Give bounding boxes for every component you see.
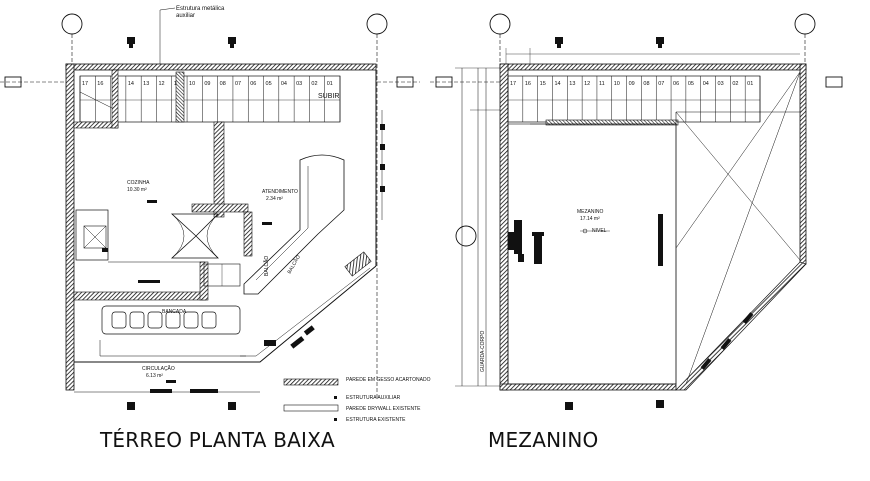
room-label-atendimento: ATENDIMENTO (262, 189, 298, 195)
caption-terreo: TÉRREO PLANTA BAIXA (100, 428, 335, 452)
room-area-mezanino: 17.14 m² (580, 216, 600, 222)
axis-marker-top-right (366, 13, 388, 400)
stair-step-number: 10 (189, 81, 195, 87)
caption-mezanino: MEZANINO (488, 428, 599, 452)
axis-marker-top-left-m (489, 13, 511, 64)
axis-marker-right-m (825, 76, 843, 88)
stair-step-number: 15 (540, 81, 546, 87)
stair-step-number: 08 (220, 81, 226, 87)
bench-seats: BANCADA (99, 305, 246, 357)
stair-step-number: 05 (266, 81, 272, 87)
wall-segment-m (658, 214, 663, 266)
service-counter: BALCÃO BALCÃO (243, 154, 345, 295)
stair-step-number: 09 (204, 81, 210, 87)
counter-label-1: BALCÃO (263, 256, 270, 276)
axis-marker-top-right-m (794, 13, 816, 64)
stair-step-number: 10 (614, 81, 620, 87)
stair-step-number: 17 (82, 81, 88, 87)
stair-step-number: 07 (658, 81, 664, 87)
side-note: GUARDA-CORPO (480, 330, 486, 372)
column-markers-bottom (127, 402, 236, 410)
exterior-wall (65, 63, 377, 391)
room-label-cozinha: COZINHA (127, 180, 150, 186)
stair-step-number: 16 (97, 81, 103, 87)
stair-step-number: 06 (673, 81, 679, 87)
mezanino-plan: GUARDA-CORPO 17 16 15 14 13 12 11 10 09 08 07 06 05 0… (430, 13, 843, 410)
stair-step-number: 06 (250, 81, 256, 87)
stair-step-number: 04 (281, 81, 287, 87)
stairs-label: SUBIR (318, 93, 339, 100)
stair-step-number: 01 (327, 81, 333, 87)
stair-step-number: 04 (703, 81, 709, 87)
stair-step-number: 08 (643, 81, 649, 87)
structure-note-2: auxiliar (176, 13, 195, 19)
stair-step-number: 02 (732, 81, 738, 87)
stair-step-number: 14 (554, 81, 560, 87)
stair-step-number: 13 (569, 81, 575, 87)
stair-step-number: 03 (718, 81, 724, 87)
legend-label-3: PAREDE DRYWALL EXISTENTE (346, 406, 421, 412)
room-area-cozinha: 10.30 m² (127, 187, 147, 193)
stairs-mezanino: 17 16 15 14 13 12 11 10 09 08 07 06 05 04 03 02 01 (507, 75, 761, 126)
stair-step-number: 03 (296, 81, 302, 87)
column-markers-m (555, 37, 664, 410)
stair-step-number: 17 (510, 81, 516, 87)
legend: PAREDE EM GESSO ACARTONADO ESTRUTURA AUX… (283, 377, 431, 423)
dimension-right (380, 110, 385, 220)
room-area-atendimento: 2.34 m² (266, 196, 283, 202)
stair-step-number: 07 (235, 81, 241, 87)
room-label-circulacao: CIRCULAÇÃO (142, 365, 175, 372)
stair-step-number: 02 (311, 81, 317, 87)
structure-note: Estrutura metálica (176, 6, 225, 12)
legend-label-1: PAREDE EM GESSO ACARTONADO (346, 377, 431, 383)
legend-label-2: ESTRUTURA AUXILIAR (346, 395, 401, 401)
stair-step-number: 13 (143, 81, 149, 87)
stair-step-number: 05 (688, 81, 694, 87)
axis-marker-top-left (61, 13, 83, 64)
bench-label: BANCADA (162, 309, 187, 315)
stair-step-number: 09 (629, 81, 635, 87)
stair-step-number: 16 (525, 81, 531, 87)
axis-marker-left (0, 76, 68, 88)
stair-step-number: 12 (584, 81, 590, 87)
stair-step-number: 14 (128, 81, 134, 87)
diagonal-marks-m (700, 312, 754, 370)
stair-step-number: 12 (158, 81, 164, 87)
kitchen-cabinet (75, 209, 109, 261)
swing-door (170, 203, 253, 287)
axis-marker-left-m (430, 76, 500, 88)
terreo-plan: Estrutura metálica auxiliar 171615141312… (0, 6, 431, 423)
dimension-left-m: GUARDA-CORPO (455, 67, 500, 387)
stair-step-number: 11 (599, 81, 605, 87)
axis-marker-mid-m (455, 225, 477, 247)
room-label-mezanino: MEZANINO (577, 209, 604, 215)
diagonal-wall (74, 251, 377, 363)
column-markers-top (127, 37, 236, 48)
room-area-circulacao: 6.13 m² (146, 373, 163, 379)
legend-label-4: ESTRUTURA EXISTENTE (346, 417, 406, 423)
furniture-left-m (508, 220, 544, 264)
axis-marker-right (377, 76, 420, 88)
mezanino-floor (507, 71, 801, 385)
stair-step-number: 01 (747, 81, 753, 87)
